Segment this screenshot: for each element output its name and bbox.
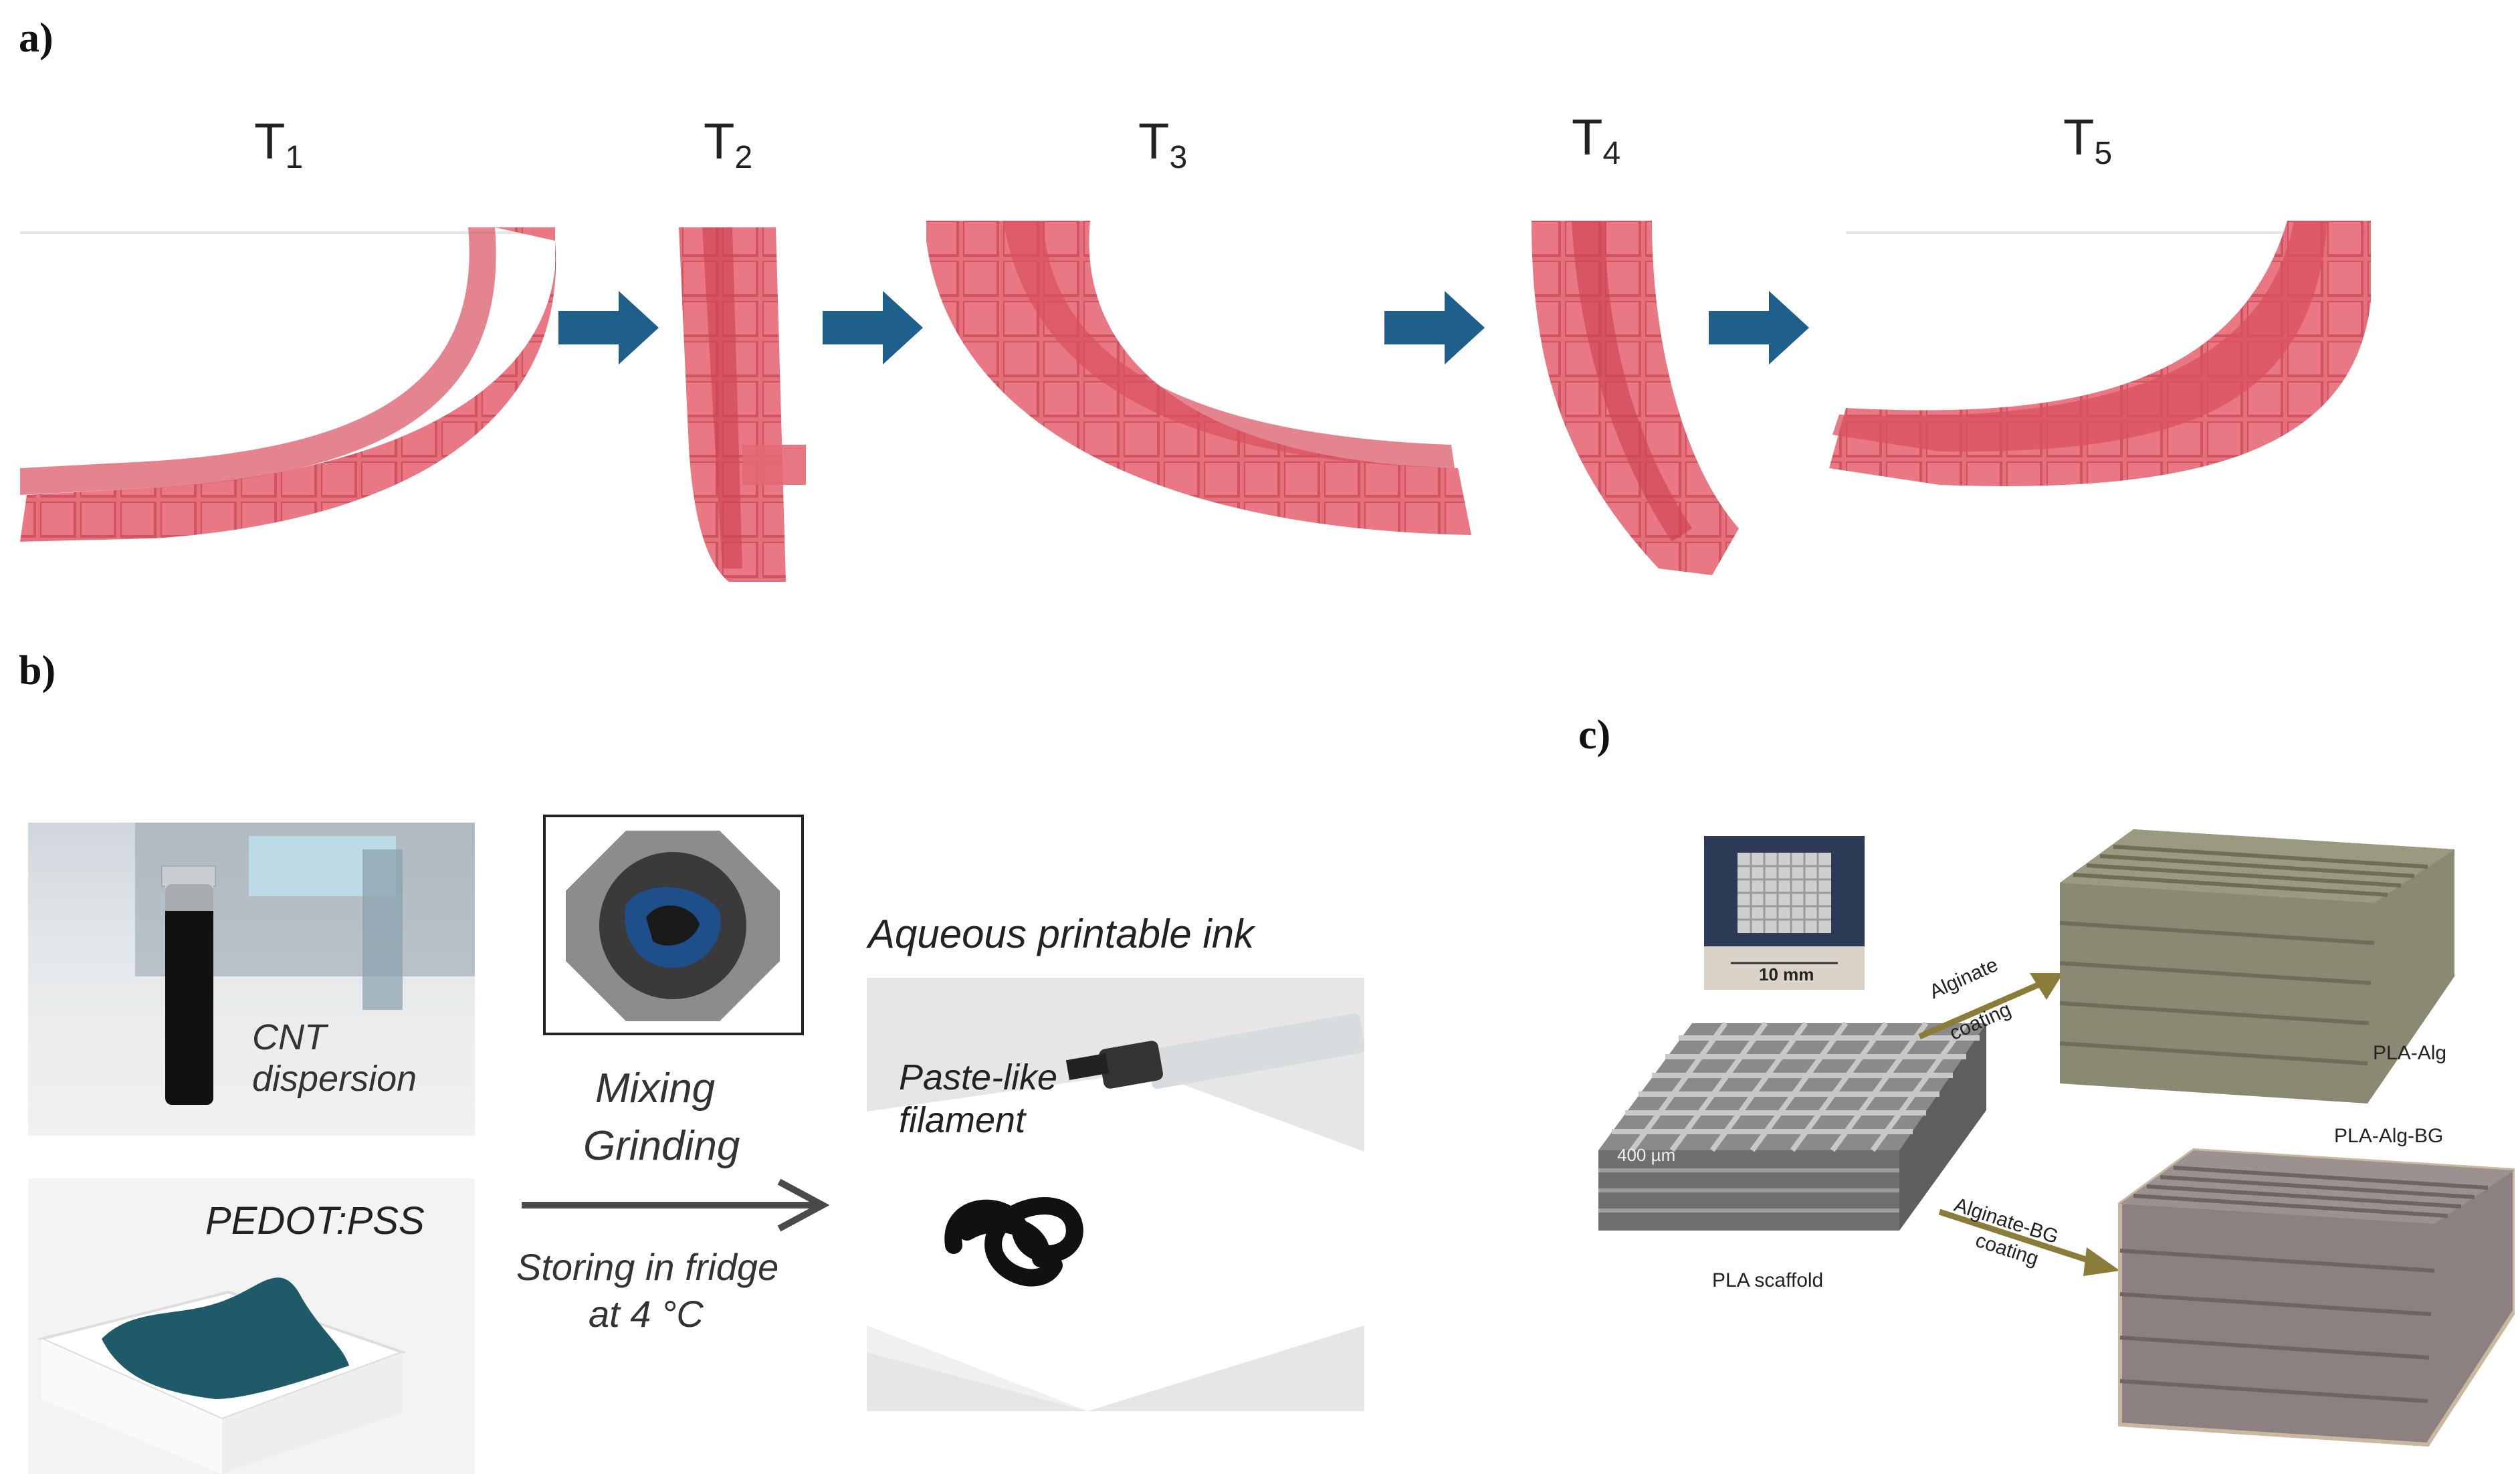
pla-alg-cube	[2059, 829, 2454, 1103]
stage-label-t2: T2	[704, 113, 753, 175]
pla-alg-bg-label: PLA-Alg-BG	[2334, 1125, 2444, 1147]
pla-scaffold-label: PLA scaffold	[1712, 1269, 1824, 1291]
scaffold-dimension-label: 400 µm	[1617, 1145, 1676, 1165]
arrow-t1-t2	[558, 291, 659, 364]
scale-bar-label: 10 mm	[1759, 964, 1814, 984]
stage-label-t3: T3	[1138, 113, 1188, 175]
mortar-photo	[543, 815, 804, 1035]
actuator-t5	[1829, 221, 2371, 486]
stage-label-t5: T5	[2063, 109, 2113, 171]
panel-b-letter: b)	[19, 648, 56, 694]
arrow-t4-t5	[1709, 291, 1809, 364]
process-arrow	[522, 1178, 830, 1232]
pla-scaffold-render	[1598, 1021, 1986, 1231]
arrow-t3-t4	[1384, 291, 1485, 364]
arrow-t2-t3	[823, 291, 923, 364]
actuator-t1	[20, 227, 556, 542]
panel-a-photo-strip	[20, 221, 2371, 582]
storing-text-line1: Storing in fridge	[516, 1246, 779, 1288]
cnt-label-line2: dispersion	[252, 1059, 417, 1099]
pedot-label: PEDOT:PSS	[205, 1199, 425, 1243]
storing-text-line2: at 4 °C	[589, 1293, 704, 1335]
actuator-t4	[1532, 221, 1739, 575]
actuator-t3	[926, 221, 1471, 535]
grinding-text: Grinding	[583, 1123, 740, 1169]
pla-alg-bg-cube	[2118, 1148, 2515, 1447]
pla-alg-label: PLA-Alg	[2373, 1042, 2447, 1064]
cnt-label-line1: CNT	[252, 1017, 326, 1057]
alginate-coating-arrow	[1918, 973, 2063, 1040]
cnt-dispersion-photo: CNT dispersion	[28, 823, 475, 1136]
paste-label-line1: Paste-like	[899, 1057, 1058, 1097]
printable-ink-photo: Paste-like filament	[867, 978, 1364, 1411]
stage-label-t4: T4	[1572, 109, 1621, 171]
scaffold-photo-inset: 10 mm	[1704, 836, 1865, 990]
panel-c-letter: c)	[1578, 712, 1611, 758]
pedot-pss-photo: PEDOT:PSS	[28, 1178, 475, 1474]
mixing-text: Mixing	[595, 1065, 716, 1112]
stage-label-t1: T1	[254, 113, 304, 175]
actuator-t2	[679, 227, 806, 582]
alginate-bg-coating-arrow	[1938, 1208, 2120, 1276]
paste-label-line2: filament	[899, 1100, 1026, 1140]
panel-a-letter: a)	[19, 15, 54, 61]
ink-title: Aqueous printable ink	[868, 912, 1255, 956]
